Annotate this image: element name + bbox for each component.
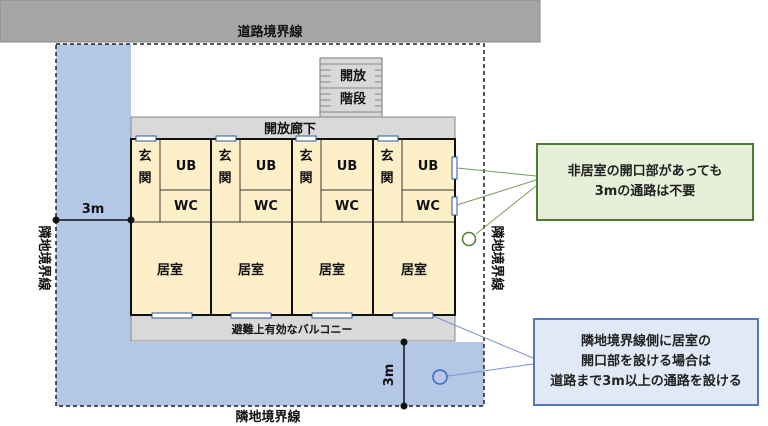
unit-2-entrance-label-2: 関 [218,171,231,186]
unit-2-outline [210,138,293,316]
green-callout-line-1: 非居室の開口部があっても [567,164,723,179]
ok-circle-mark [461,231,477,247]
unit-4-bath-window [451,156,458,180]
blue-callout-line-1: 隣地境界線側に居室の [580,334,711,349]
open-corridor-label: 開放廊下 [264,121,316,137]
required-circle-mark [432,369,448,385]
left-dimension-dot-2 [127,216,135,224]
blue-callout-line-2: 開口部を設ける場合は [580,354,711,369]
unit-3-window [311,312,353,319]
unit-4-bath-label: UB [418,159,438,174]
unit-1-bath-label: UB [176,159,196,174]
unit-4-door [377,135,399,142]
green-callout-line-2: 3mの通路は不要 [594,184,696,199]
unit-3-outline [291,138,374,316]
unit-2: 玄 関 UB WC 居室 [210,135,293,319]
unit-4-entrance-label-2: 関 [380,171,393,186]
bottom-dimension-dot-1 [400,338,408,346]
green-leader-3 [475,185,537,235]
bottom-dimension-label: 3m [382,364,397,387]
unit-4-window [392,312,434,319]
right-boundary-label: 隣地境界線 [489,225,505,291]
unit-1-door [135,135,157,142]
green-leader-1 [456,167,537,177]
blue-leader-1 [432,315,534,359]
unit-1-room-label: 居室 [157,262,183,278]
left-dimension-label: 3m [82,202,105,217]
unit-4-wc-window [451,196,458,216]
balcony-label: 避難上有効なバルコニー [232,322,353,336]
unit-3-entrance-label-1: 玄 [299,148,312,164]
unit-2-entrance-label-1: 玄 [218,148,231,164]
open-stair-label-2: 階段 [340,91,366,107]
unit-3: 玄 関 UB WC 居室 [291,135,374,319]
bottom-dimension-dot-2 [400,402,408,410]
green-callout: 非居室の開口部があっても 3mの通路は不要 [536,143,754,221]
unit-1: 玄 関 UB WC 居室 [130,135,212,319]
unit-3-entrance-label-2: 関 [299,171,312,186]
unit-1-wc-label: WC [174,199,198,214]
property-boundary [55,43,485,407]
blue-leader-2 [447,363,534,377]
open-stair-label-1: 開放 [340,68,367,84]
blue-callout-line-3: 道路まで3m以上の通路を設ける [550,374,742,389]
unit-1-entrance-label-2: 関 [138,171,151,186]
unit-2-bath-label: UB [256,159,276,174]
unit-4-outline [372,138,456,316]
unit-1-outline [130,138,212,316]
green-leader-2 [456,179,537,206]
unit-4-wc-label: WC [416,199,440,214]
unit-4-room-label: 居室 [401,262,427,278]
unit-3-room-label: 居室 [319,262,345,278]
unit-4-entrance-label-1: 玄 [380,148,393,164]
left-boundary-label: 隣地境界線 [36,225,52,291]
road-area [0,0,541,43]
unit-1-entrance-label-1: 玄 [138,148,151,164]
bottom-boundary-label: 隣地境界線 [235,409,301,425]
unit-3-door [295,135,317,142]
unit-2-wc-label: WC [254,199,278,214]
unit-3-wc-label: WC [335,199,359,214]
unit-2-room-label: 居室 [238,262,264,278]
unit-1-window [151,312,193,319]
unit-2-window [230,312,272,319]
balcony [130,314,456,342]
stair-label-bg-2 [331,89,375,107]
unit-4: 玄 関 UB WC 居室 [372,135,458,319]
unit-2-door [215,135,237,142]
left-dimension-dot-1 [52,216,60,224]
blue-callout: 隣地境界線側に居室の 開口部を設ける場合は 道路まで3m以上の通路を設ける [533,318,759,406]
stair-label-bg-1 [331,66,375,84]
unit-3-bath-label: UB [337,159,357,174]
road-boundary-label: 道路境界線 [237,24,303,40]
